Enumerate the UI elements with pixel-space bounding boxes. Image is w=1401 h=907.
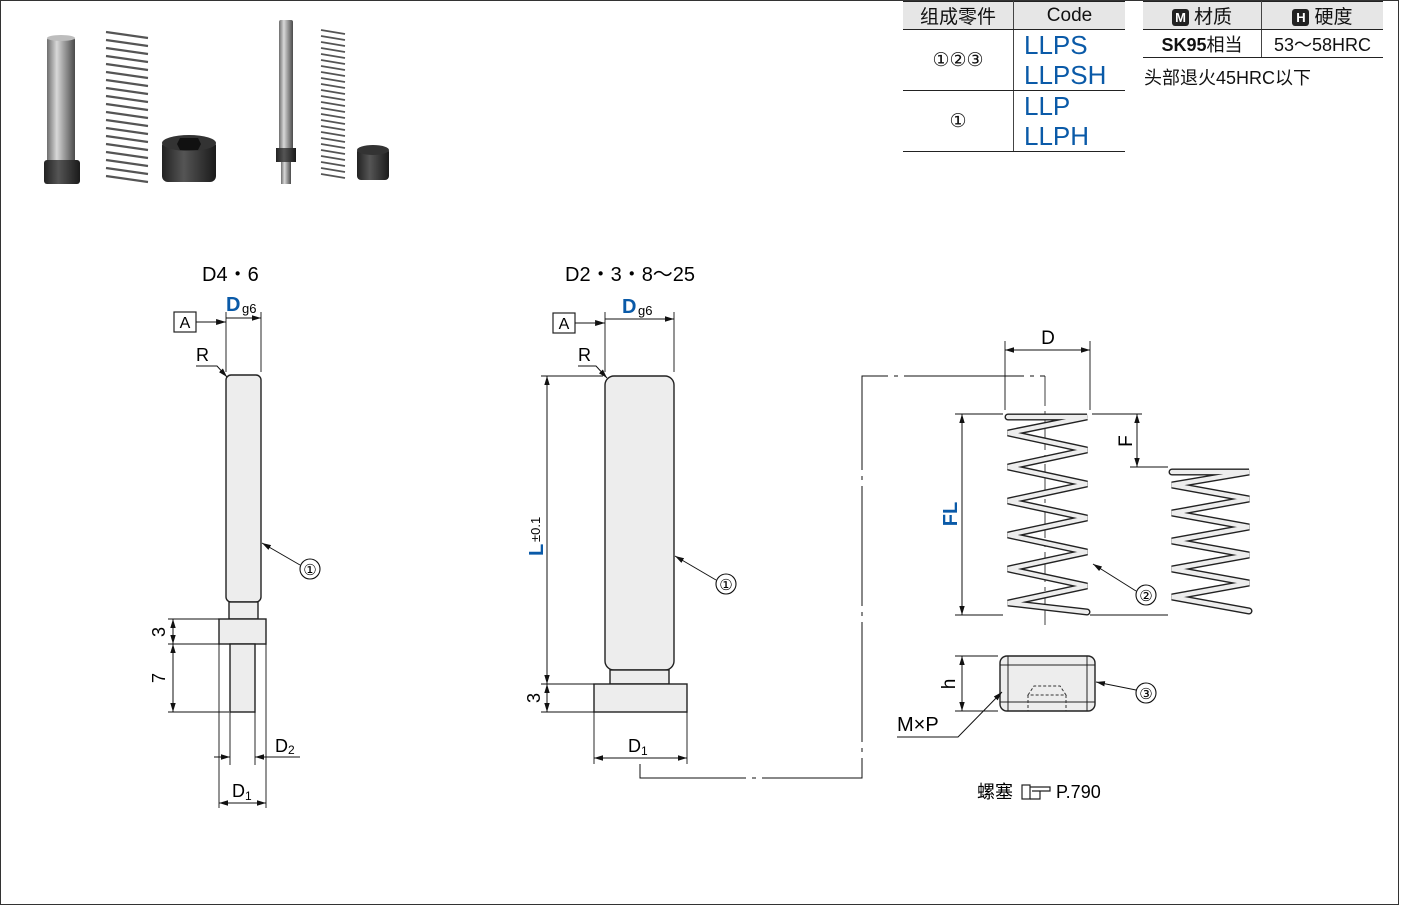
- d1-sub: 1: [245, 789, 252, 803]
- product-photo-plug: [162, 135, 216, 182]
- dia-label: D: [622, 296, 636, 318]
- code-value: LLPS: [1024, 30, 1088, 60]
- dia-label: D: [226, 294, 240, 316]
- length-label: L: [526, 544, 548, 556]
- product-photo-spring: [105, 30, 149, 184]
- datum-label: A: [180, 315, 191, 332]
- hardness-mark-icon: H: [1292, 9, 1310, 26]
- table-row: SK95相当 53～58HRC: [1143, 29, 1383, 58]
- plug-body: [999, 655, 1096, 712]
- parts-header: 组成零件: [903, 1, 1014, 30]
- d1-label: D: [232, 781, 245, 801]
- parts-cell: ①②③: [903, 29, 1014, 91]
- length-tolerance: ±0.1: [528, 517, 543, 542]
- material-header-label: 材质: [1193, 7, 1232, 28]
- table-row: ① LLP LLPH: [903, 90, 1125, 152]
- radius-label: R: [196, 345, 209, 365]
- d2-label: D: [275, 736, 288, 756]
- left-drawing-title: D4・6: [202, 264, 259, 286]
- product-photo-small-spring: [320, 29, 346, 179]
- code-table-header: 组成零件 Code: [903, 1, 1125, 30]
- deflection-label: F: [1116, 435, 1137, 447]
- thread-label: M×P: [897, 714, 939, 736]
- material-grade: SK95: [1161, 34, 1207, 55]
- product-photo-small-plug: [357, 145, 389, 180]
- d2-sub: 2: [288, 743, 295, 757]
- parts-cell: ①: [903, 90, 1014, 152]
- height-label: h: [939, 679, 960, 690]
- part-callout: ②: [1139, 588, 1152, 605]
- code-table: 组成零件 Code ①②③ LLPS LLPSH ① LLP LLPH: [903, 1, 1125, 152]
- code-value: LLPH: [1024, 121, 1090, 151]
- pin-shaft: [604, 375, 675, 671]
- pointing-hand-icon: [1021, 784, 1051, 800]
- pin-head: [593, 683, 688, 713]
- code-value: LLPSH: [1024, 60, 1107, 90]
- code-cell: LLP LLPH: [1013, 90, 1125, 152]
- d1-sub: 1: [641, 744, 648, 758]
- pin-neck: [609, 669, 670, 685]
- d1-label: D: [628, 736, 641, 756]
- hardness-header-label: 硬度: [1314, 7, 1353, 28]
- dia-sub: g6: [638, 303, 652, 318]
- table-row: ①②③ LLPS LLPSH: [903, 29, 1125, 91]
- dia-sub: g6: [242, 301, 256, 316]
- product-photo-long-pin: [44, 35, 80, 184]
- material-suffix: 相当: [1206, 34, 1243, 55]
- product-photo-stepped-pin: [276, 20, 296, 184]
- plug-drawing: h M×P ③ 螺塞 P.790: [897, 655, 1157, 802]
- dim-3: 3: [149, 627, 169, 637]
- hardness-cell: 53～58HRC: [1261, 29, 1383, 58]
- part-callout: ①: [719, 577, 732, 594]
- plug-ref-page: P.790: [1056, 782, 1101, 802]
- pin-collar: [218, 618, 267, 645]
- material-cell: SK95相当: [1143, 29, 1262, 58]
- datum-label: A: [559, 316, 570, 333]
- code-cell: LLPS LLPSH: [1013, 29, 1125, 91]
- material-mark-icon: M: [1171, 9, 1189, 26]
- code-value: LLP: [1024, 91, 1071, 121]
- spring-dia-label: D: [1041, 328, 1055, 349]
- pin-neck: [228, 601, 259, 620]
- hardness-note: 头部退火45HRC以下: [1144, 68, 1312, 88]
- free-length-label: FL: [940, 502, 962, 526]
- dim-3: 3: [524, 693, 544, 703]
- pin-shaft: [225, 374, 262, 603]
- spring-drawing: D FL F ②: [940, 328, 1253, 616]
- code-header: Code: [1013, 1, 1125, 30]
- left-drawing: D4・6 A D g6 R ① 3 7 D 2: [149, 264, 321, 808]
- pin-tip: [229, 643, 256, 713]
- radius-label: R: [578, 345, 591, 365]
- dim-7: 7: [149, 673, 169, 683]
- middle-drawing: D2・3・8～25 A D g6 R L ±0.1 3 ① D 1: [524, 264, 1046, 779]
- plug-ref-label: 螺塞: [977, 782, 1013, 802]
- part-callout: ③: [1139, 686, 1152, 703]
- middle-drawing-title: D2・3・8～25: [565, 264, 695, 286]
- part-callout: ①: [303, 562, 316, 579]
